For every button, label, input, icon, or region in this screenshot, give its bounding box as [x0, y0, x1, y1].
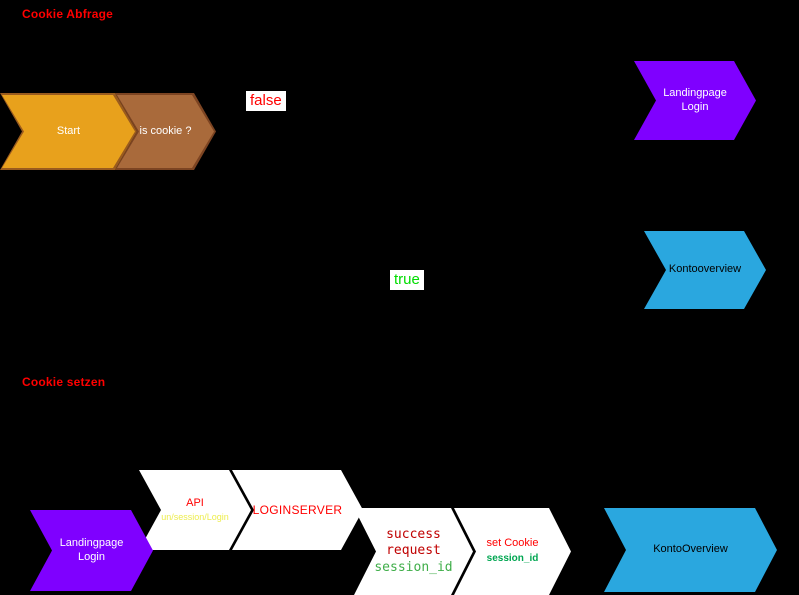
is-cookie-step: is cookie ? — [115, 93, 216, 170]
api-step-label: API — [186, 497, 204, 509]
request-line: request — [386, 543, 441, 559]
loginserver-step-label: LOGINSERVER — [252, 502, 343, 517]
kontooverview-bottom-label: KontoOverview — [653, 543, 728, 556]
false-branch-label: false — [246, 91, 286, 111]
set-cookie-step: set Cookie session_id — [454, 508, 571, 595]
success-request-step: success request session_id — [354, 508, 473, 595]
true-branch-label: true — [390, 270, 424, 290]
landingpage-login-arrow-top: Landingpage Login — [634, 61, 756, 140]
kontooverview-arrow-bottom: KontoOverview — [604, 508, 777, 592]
set-cookie-label: set Cookie — [486, 537, 539, 550]
landingpage-login-arrow-bottom: Landingpage Login — [30, 510, 153, 591]
is-cookie-step-label: is cookie ? — [139, 124, 192, 137]
landingpage-login-top-label-line1: Landingpage — [663, 86, 727, 99]
kontooverview-arrow-mid: Kontooverview — [644, 231, 766, 309]
kontooverview-arrow-bottom-shape — [604, 508, 777, 592]
landingpage-login-top-label-line2: Login — [681, 100, 709, 113]
set-cookie-session-id-label: session_id — [486, 553, 539, 565]
api-step-sublabel: un/session/Login — [161, 511, 229, 522]
kontooverview-mid-label: Kontooverview — [668, 263, 742, 276]
start-step-label: Start — [56, 124, 81, 137]
session-id-line: session_id — [374, 559, 453, 575]
loginserver-step: LOGINSERVER — [232, 470, 363, 550]
landingpage-login-bottom-label-line1: Landingpage — [59, 536, 124, 549]
success-line: success — [386, 527, 441, 543]
section-label-cookie-setzen: Cookie setzen — [22, 375, 106, 389]
section-label-cookie-abfrage: Cookie Abfrage — [22, 7, 114, 21]
start-step: Start — [0, 93, 137, 170]
landingpage-login-bottom-label-line2: Login — [78, 550, 105, 563]
api-step: API un/session/Login — [139, 470, 251, 550]
